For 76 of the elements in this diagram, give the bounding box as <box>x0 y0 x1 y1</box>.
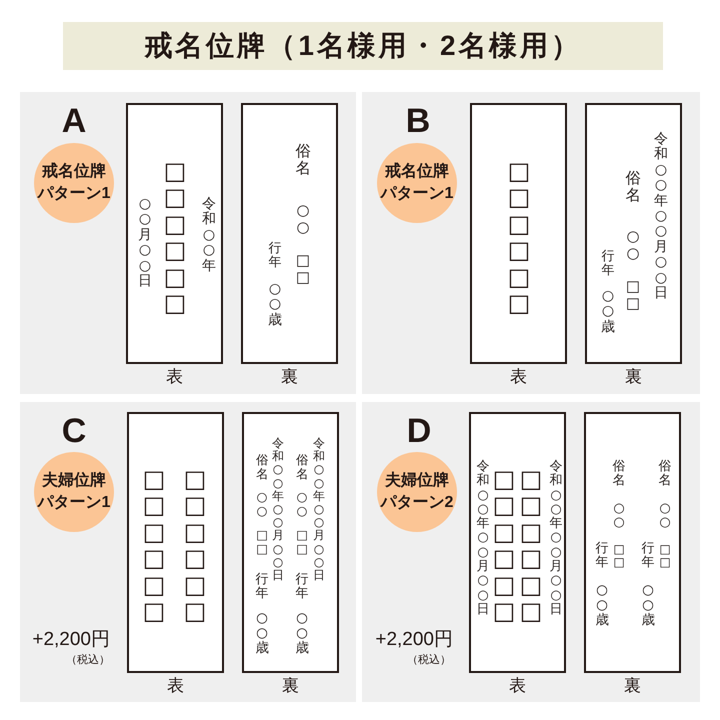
date-text: ○○月○○日 <box>138 197 152 290</box>
age-field: ○○歳 <box>295 611 309 656</box>
title-banner: 戒名位牌（1名様用・2名様用） <box>63 22 663 70</box>
given-name-field: □□ <box>256 528 268 556</box>
surname-field: ○○ <box>296 202 310 235</box>
tax-note: （税込） <box>407 655 451 666</box>
secular-name-label: 俗名 <box>658 460 672 489</box>
age-field: ○○歳 <box>595 583 609 628</box>
age-label: 行年 <box>642 542 654 571</box>
posthumous-name-field: □□□□□□ <box>142 466 166 624</box>
side-label: 表 <box>167 676 184 696</box>
memorial-tablet <box>585 103 682 364</box>
given-name-field: □□ <box>296 528 308 556</box>
age-label: 行年 <box>596 542 608 571</box>
date-text: 令和○○年○○月○○日 <box>476 460 490 618</box>
age-label: 行年 <box>602 250 614 279</box>
surname-field: ○○ <box>626 228 640 261</box>
panel-letter: D <box>406 414 432 448</box>
surname-field: ○○ <box>658 502 672 531</box>
side-label: 裏 <box>625 367 642 388</box>
memorial-tablet <box>126 103 223 364</box>
side-label: 表 <box>510 367 527 388</box>
date-text: 令和○○年○○月○○日 <box>272 437 284 582</box>
side-label: 裏 <box>282 676 299 696</box>
memorial-tablet <box>469 412 566 673</box>
posthumous-name-field: □□□□□□ <box>183 466 207 624</box>
given-name-field: □□ <box>613 543 625 570</box>
memorial-tablet <box>241 103 338 364</box>
date-text: 令和○○年○○月○○日 <box>313 437 325 582</box>
memorial-tablet <box>584 412 681 673</box>
posthumous-name-field: □□□□□□ <box>507 158 531 316</box>
surname-field: ○○ <box>612 502 626 531</box>
price-text: +2,200円 <box>375 630 453 649</box>
side-label: 表 <box>166 367 183 388</box>
age-field: ○○歳 <box>255 611 269 656</box>
tax-note: （税込） <box>66 655 110 666</box>
memorial-tablet <box>127 412 224 673</box>
age-field: ○○歳 <box>601 289 615 336</box>
panel-letter: B <box>406 104 430 138</box>
date-text: 令和○○年○○月○○日 <box>550 460 562 618</box>
secular-name-label: 俗名 <box>295 143 311 178</box>
memorial-tablet <box>470 103 567 364</box>
panel-letter: C <box>62 414 86 448</box>
surname-field: ○○ <box>296 490 308 518</box>
pattern-badge: 戒名位牌パターン1 <box>34 143 114 223</box>
posthumous-name-field: □□□□□□ <box>163 158 187 316</box>
side-label: 裏 <box>624 676 641 696</box>
given-name-field: □□ <box>296 252 310 285</box>
secular-name-label: 俗名 <box>612 460 626 489</box>
age-field: ○○歳 <box>641 583 655 628</box>
given-name-field: □□ <box>626 278 640 311</box>
posthumous-name-field: □□□□□□ <box>519 466 543 624</box>
option-panel <box>20 92 356 394</box>
given-name-field: □□ <box>659 543 671 570</box>
age-field: ○○歳 <box>268 282 282 328</box>
secular-name-label: 俗名 <box>625 170 641 204</box>
price-text: +2,200円 <box>32 630 110 649</box>
surname-field: ○○ <box>256 490 268 518</box>
pattern-badge: 夫婦位牌パターン2 <box>377 452 457 532</box>
age-label: 行年 <box>296 573 308 602</box>
side-label: 裏 <box>281 367 298 388</box>
option-panel <box>362 402 700 702</box>
posthumous-name-field: □□□□□□ <box>492 466 516 624</box>
option-panel <box>20 402 356 702</box>
panel-letter: A <box>62 104 86 138</box>
pattern-badge: 夫婦位牌パターン1 <box>34 452 114 532</box>
age-label: 行年 <box>256 573 268 602</box>
memorial-tablet <box>242 412 339 673</box>
date-text: 令和○○年○○月○○日 <box>654 132 668 302</box>
secular-name-label: 俗名 <box>296 453 308 480</box>
option-panel <box>362 92 700 394</box>
age-label: 行年 <box>268 242 282 271</box>
pattern-badge: 戒名位牌パターン1 <box>377 143 457 223</box>
date-text: 令和○○年 <box>202 197 216 274</box>
side-label: 表 <box>509 676 526 696</box>
secular-name-label: 俗名 <box>256 453 268 480</box>
